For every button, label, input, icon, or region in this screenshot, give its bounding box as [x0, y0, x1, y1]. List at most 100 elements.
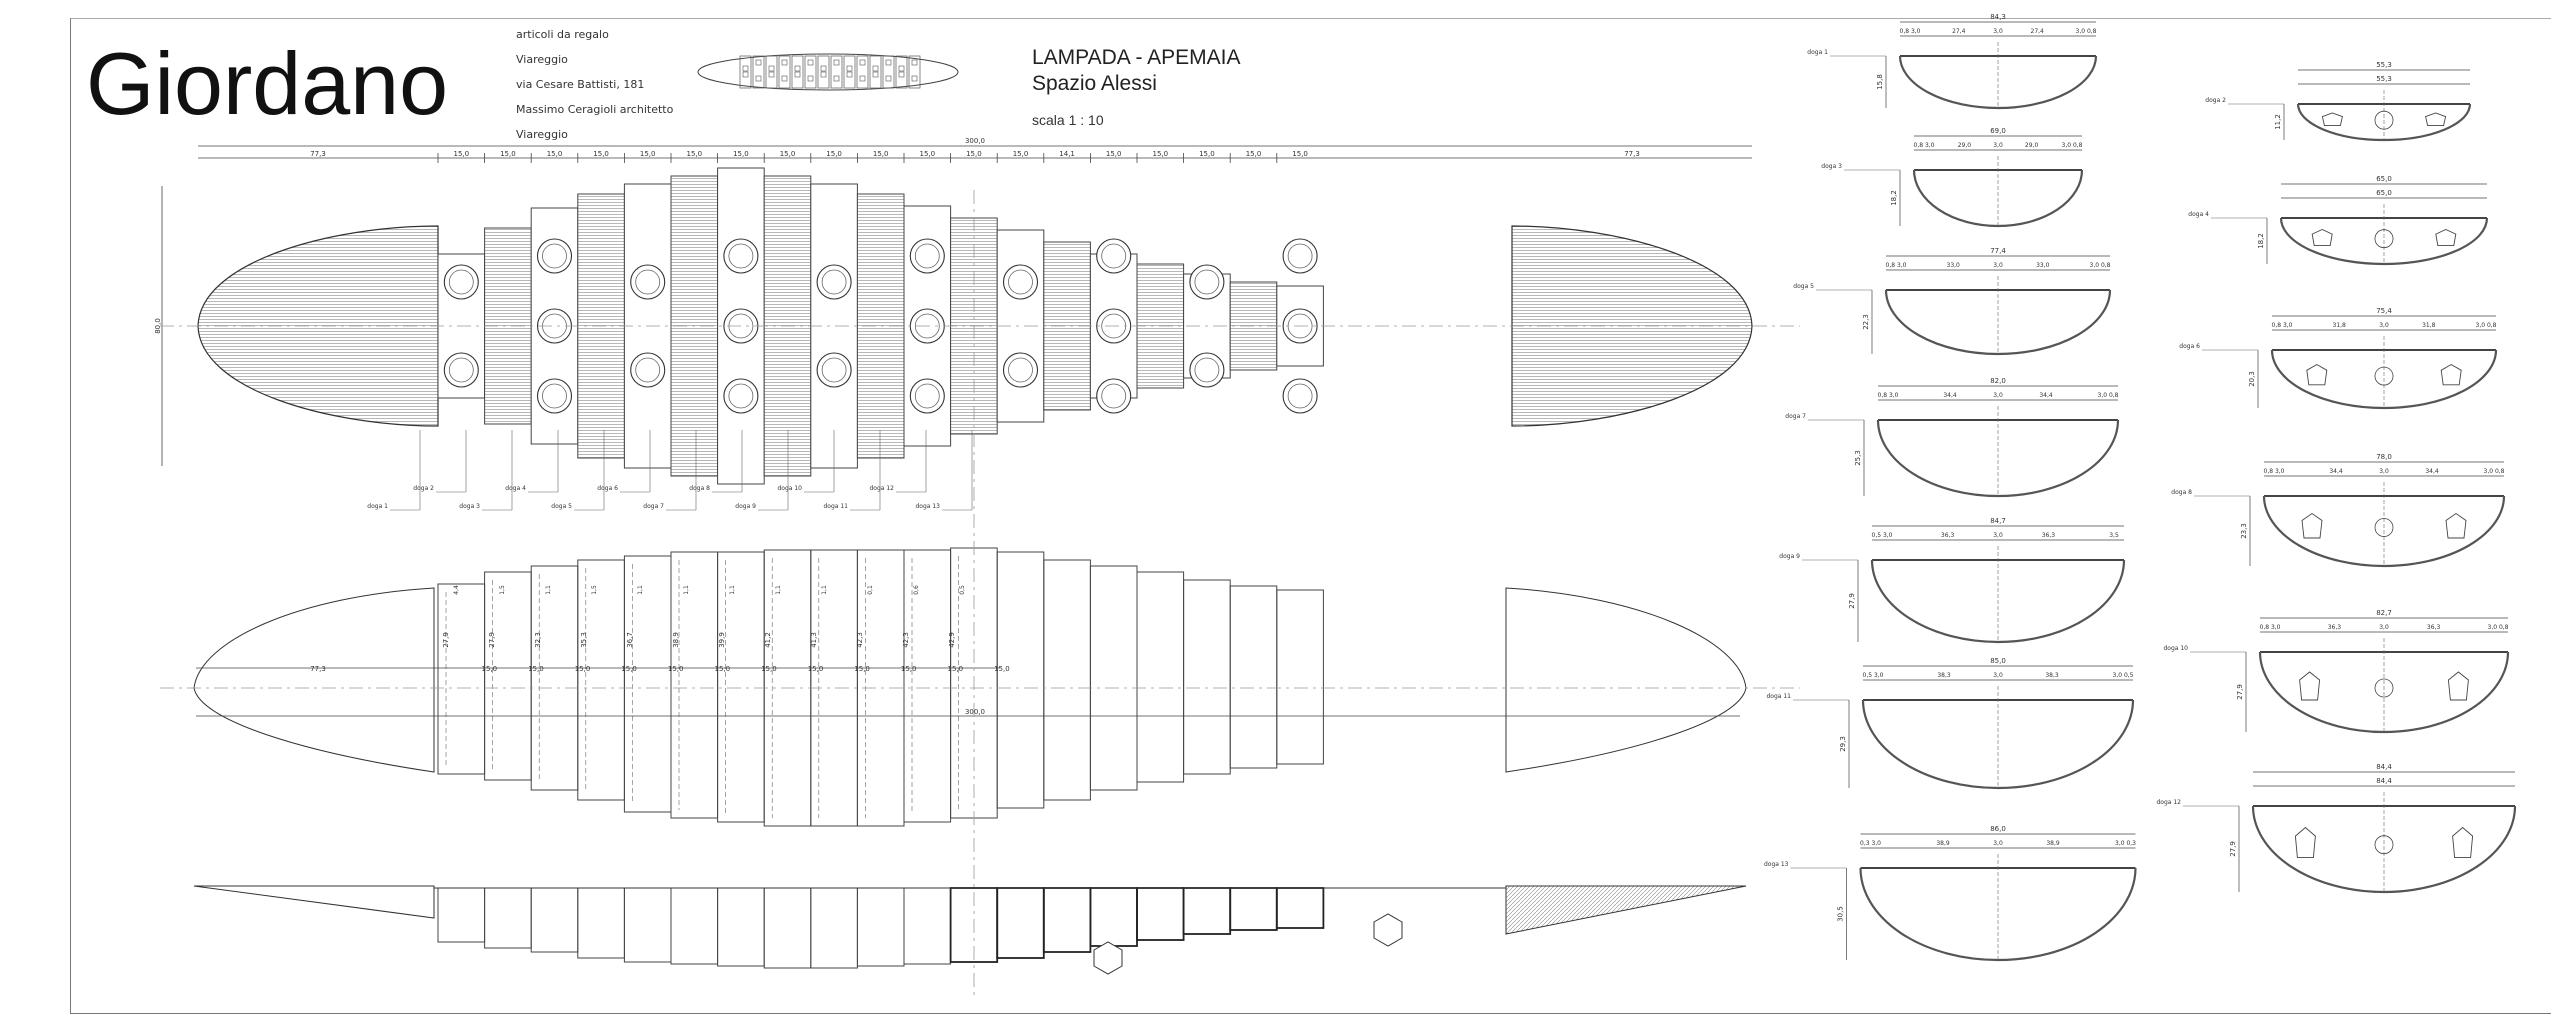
section-part-label: 0,8 3,0: [2260, 624, 2281, 631]
section-doga-label: doga 9: [1779, 553, 1800, 560]
segment-dimension-label: 15,0: [547, 150, 563, 158]
sheet-frame: [70, 18, 2551, 1014]
section-second-label: 65,0: [2376, 189, 2392, 197]
plan-hole-inner: [821, 357, 847, 383]
section-arc: [1898, 55, 2098, 110]
front-doga: [577, 887, 625, 959]
section-arc: [1861, 699, 2135, 790]
segment-dimension-label: 15,0: [500, 150, 516, 158]
elevation-doga: [437, 583, 486, 775]
step-dimension-label: 1,1: [775, 585, 782, 595]
section-part-label: 3,0 0,8: [2090, 262, 2111, 269]
thumbnail-doga: [830, 55, 843, 89]
plan-hole-inner: [914, 383, 940, 409]
brand-title: Giordano: [86, 34, 449, 133]
section-top-label: 77,4: [1990, 247, 2006, 255]
section-part-label: 0,8 3,0: [2272, 322, 2293, 329]
section-part-label: 3,0 0,3: [2115, 840, 2136, 847]
thumbnail-hole: [794, 65, 801, 72]
elevation-doga: [903, 549, 952, 823]
section-part-label: 33,0: [1947, 262, 1961, 269]
height-dimension-label: 41,3: [810, 632, 818, 648]
info-line: Viareggio: [516, 53, 568, 66]
section-second-label: 84,4: [2376, 777, 2392, 785]
plan-hole-inner: [728, 243, 754, 269]
thumbnail-doga: [856, 55, 869, 89]
section-doga-label: doga 1: [1807, 49, 1828, 56]
section-doga-label: doga 10: [2163, 645, 2188, 652]
front-doga: [670, 887, 719, 965]
section-part-label: 29,0: [2025, 142, 2039, 149]
elevation-doga: [670, 551, 719, 819]
height-dimension-label: 36,7: [626, 632, 634, 648]
height-dimension-label: 42,3: [902, 632, 910, 648]
section-part-label: 38,3: [1937, 672, 1951, 679]
info-line: Massimo Ceragioli architetto: [516, 103, 674, 116]
section-part-label: 3,0 0,8: [2488, 624, 2509, 631]
section-doga-label: doga 5: [1793, 283, 1814, 290]
section-top-label: 82,7: [2376, 609, 2392, 617]
section-part-label: 34,4: [1943, 392, 1957, 399]
plan-hole-inner: [635, 357, 661, 383]
thumbnail-hole: [742, 65, 749, 72]
section-top-label: 84,3: [1990, 13, 2006, 21]
section-part-label: 33,0: [2036, 262, 2050, 269]
section-part-label: 36,3: [2042, 532, 2056, 539]
section-top-label: 78,0: [2376, 453, 2392, 461]
plan-hole-inner: [1287, 243, 1313, 269]
overall-dimension-label: 300,0: [965, 137, 985, 145]
section-arc: [2279, 217, 2489, 266]
step-dimension-label: 1,1: [821, 585, 828, 595]
thumbnail-hole: [898, 65, 905, 72]
thumbnail-hole: [768, 71, 775, 78]
section-part-label: 3,0 0,8: [2476, 322, 2497, 329]
height-dimension-label: 32,3: [534, 632, 542, 648]
step-dimension-label: 1,1: [683, 585, 690, 595]
section-part-label: 36,3: [2427, 624, 2441, 631]
section-part-label: 31,8: [2422, 322, 2436, 329]
thumbnail-hole: [846, 65, 853, 72]
elevation-doga: [484, 571, 532, 781]
doga-label: doga 13: [915, 503, 940, 510]
height-dimension-label: 35,3: [580, 632, 588, 648]
plan-hole-inner: [1194, 357, 1220, 383]
section-part-label: 3,0 0,8: [2076, 28, 2097, 35]
end-dimension-label: 77,3: [1624, 150, 1640, 158]
step-dimension-label: 0,6: [913, 585, 920, 595]
doga-label: doga 1: [367, 503, 388, 510]
front-doga: [484, 887, 532, 949]
plan-hole-inner: [1101, 243, 1127, 269]
doga-label: doga 3: [459, 503, 480, 510]
section-doga-label: doga 3: [1821, 163, 1842, 170]
thumbnail-doga: [765, 55, 778, 89]
section-part-label: 0,5 3,0: [1872, 532, 1893, 539]
section-height-label: 27,9: [1848, 593, 1856, 609]
elevation-doga: [1276, 589, 1324, 765]
front-left-wedge: [193, 885, 435, 919]
thumbnail-hole: [859, 59, 866, 66]
section-doga-label: doga 11: [1766, 693, 1791, 700]
section-top-label: 55,3: [2376, 61, 2392, 69]
section-part-label: 0,3 3,0: [1860, 840, 1881, 847]
thumbnail-hole: [807, 59, 814, 66]
section-top-label: 65,0: [2376, 175, 2392, 183]
section-part-label: 0,8 3,0: [1914, 142, 1935, 149]
info-line: via Cesare Battisti, 181: [516, 78, 645, 91]
section-bulb: [2374, 835, 2394, 855]
section-height-label: 30,5: [1837, 906, 1845, 922]
section-height-label: 18,2: [2257, 233, 2265, 249]
section-part-label: 3,0 0,8: [2062, 142, 2083, 149]
segment-dimension-label: 15,0: [640, 150, 656, 158]
front-doga: [623, 887, 672, 963]
plan-hole-inner: [1008, 357, 1033, 383]
front-doga: [810, 887, 858, 969]
lamp-bulb: [1373, 913, 1403, 947]
thumbnail-hole: [781, 59, 788, 66]
section-top-label: 69,0: [1990, 127, 2006, 135]
